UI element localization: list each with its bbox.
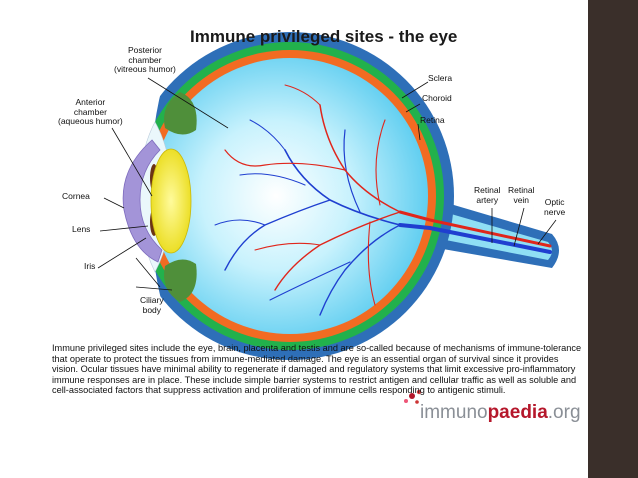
label-iris: Iris [84,261,96,271]
label-choroid: Choroid [422,93,452,103]
eye-diagram [97,30,559,404]
label-ciliary-body: Ciliary body [140,295,164,315]
logo-part-immuno: immuno [420,402,488,423]
ciliary-body-lower [164,259,197,302]
label-retina: Retina [420,115,445,125]
label-lens: Lens [72,224,91,234]
retinal-vein [214,119,552,316]
label-anterior-chamber: Anterior chamber (aqueous humor) [58,97,123,126]
leader-lines [97,77,557,291]
caption-text: Immune privileged sites include the eye,… [52,343,582,396]
label-retinal-artery: Retinal artery [474,185,501,205]
diagram-title: Immune privileged sites - the eye [190,27,458,46]
label-sclera: Sclera [428,73,453,83]
immunopaedia-logo: immunopaedia.org [420,402,581,424]
logo-dots-icon [404,389,422,404]
vitreous-chamber [152,58,428,334]
ciliary-body-upper [164,92,197,135]
label-optic-nerve: Optic nerve [544,197,566,217]
cornea [122,139,163,263]
logo-part-org: .org [547,402,581,423]
retinal-artery [224,84,552,306]
logo-part-paedia: paedia [487,402,548,423]
label-posterior-chamber: Posterior chamber (vitreous humor) [114,45,176,74]
slide-side-bar [588,0,638,478]
label-cornea: Cornea [62,191,90,201]
label-retinal-vein: Retinal vein [508,185,535,205]
lens [150,148,192,254]
